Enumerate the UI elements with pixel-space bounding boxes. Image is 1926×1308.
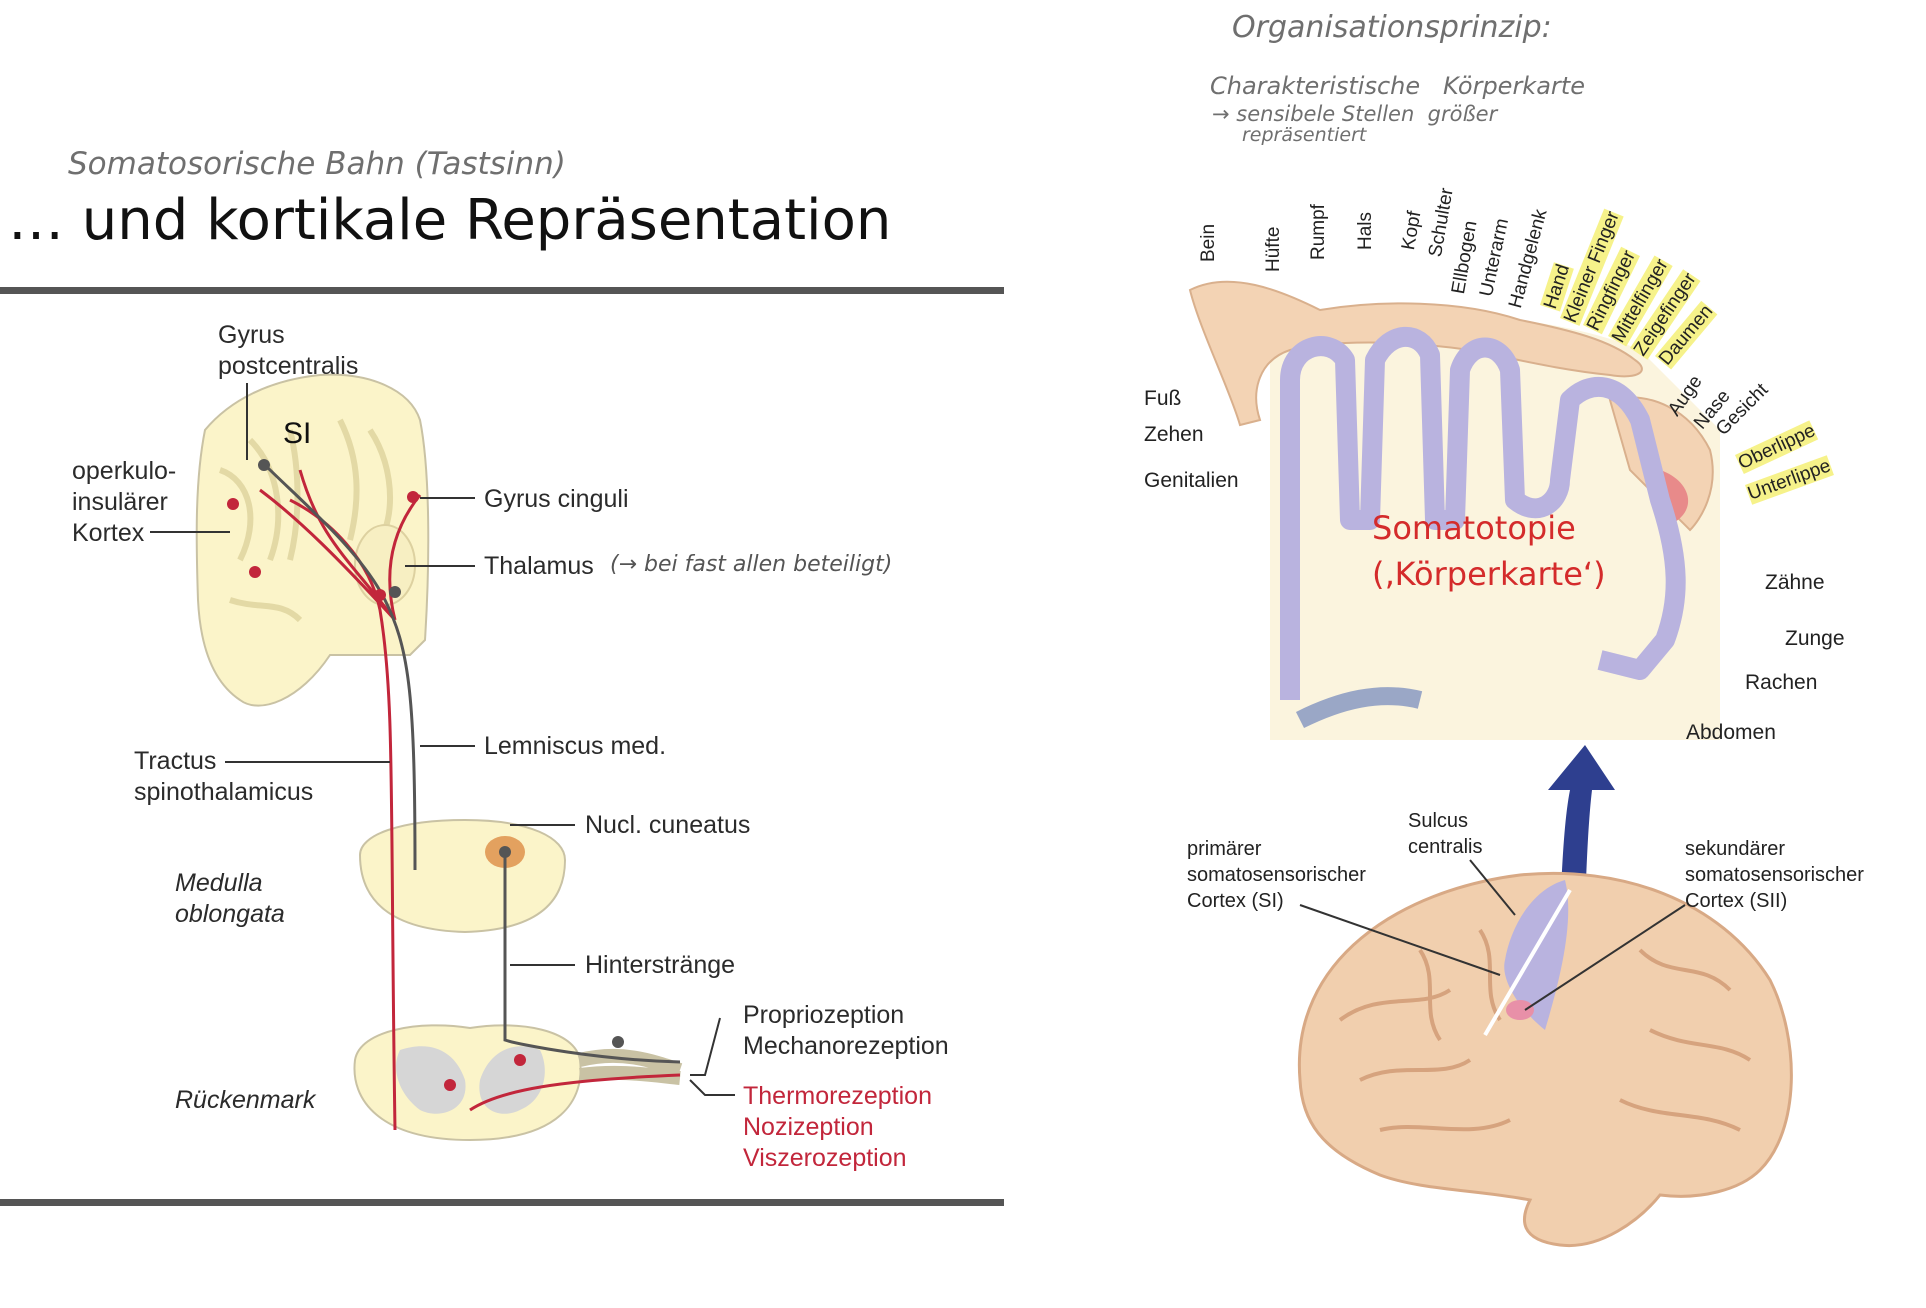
bp-zehen: Zehen — [1144, 423, 1204, 446]
bottom-divider — [0, 1199, 1004, 1206]
bp-hals: Hals — [1355, 211, 1376, 250]
handwritten-line2: → sensibele Stellen größer — [1212, 102, 1498, 126]
brain-lateral-shape — [1297, 871, 1793, 1248]
spinal-cord-section-shape — [353, 1024, 683, 1142]
page-title: … und kortikale Repräsentation — [8, 188, 892, 253]
bp-zunge: Zunge — [1785, 627, 1845, 650]
somatotopie-label: Somatotopie (‚Körperkarte‘) — [1372, 509, 1606, 593]
label-sulcus-centralis: Sulcus centralis — [1408, 810, 1483, 858]
handwritten-subtitle: Somatosorische Bahn (Tastsinn) — [68, 146, 566, 182]
brain-section-shape — [195, 373, 430, 707]
thalamus-note: (→ bei fast allen beteiligt) — [610, 552, 893, 577]
bp-rachen: Rachen — [1745, 671, 1818, 694]
label-gyrus-cinguli: Gyrus cinguli — [484, 485, 629, 513]
label-thermo: Thermorezeption Nozizeption Viszerozepti… — [743, 1082, 932, 1172]
label-hinterstraenge: Hinterstränge — [585, 951, 736, 979]
label-gyrus-postcentralis: Gyrus postcentralis — [218, 321, 359, 380]
label-operkulo: operkulo- insulärer Kortex — [72, 457, 177, 547]
homunculus-body — [1188, 280, 1643, 427]
label-medulla: Medulla oblongata — [175, 869, 285, 928]
label-primary-cortex: primärer somatosensorischer Cortex (SI) — [1187, 838, 1366, 912]
label-rueckenmark: Rückenmark — [175, 1086, 316, 1114]
label-thalamus: Thalamus — [484, 552, 594, 580]
label-lemniscus: Lemniscus med. — [484, 732, 667, 760]
label-tractus: Tractus spinothalamicus — [134, 747, 314, 806]
bp-zaehne: Zähne — [1765, 571, 1825, 594]
handwritten-line1: Charakteristische Körperkarte — [1210, 72, 1585, 100]
handwritten-line3: repräsentiert — [1242, 124, 1367, 146]
lemniscus-line — [263, 463, 417, 871]
bp-rumpf: Rumpf — [1308, 204, 1329, 260]
label-secondary-cortex: sekundärer somatosensorischer Cortex (SI… — [1685, 838, 1864, 912]
bp-huefte: Hüfte — [1263, 226, 1284, 272]
label-nucl-cuneatus: Nucl. cuneatus — [585, 811, 751, 839]
bp-genitalien: Genitalien — [1144, 469, 1239, 492]
medulla-section-shape — [358, 818, 567, 934]
cortex-ribbon — [1280, 326, 1686, 700]
bp-abdomen: Abdomen — [1686, 721, 1776, 744]
label-proprio: Propriozeption Mechanorezeption — [743, 1001, 949, 1060]
bp-bein: Bein — [1198, 223, 1219, 262]
organisation-heading: Organisationsprinzip: — [1232, 10, 1552, 45]
bp-fuss: Fuß — [1144, 387, 1182, 410]
top-divider — [0, 287, 1004, 294]
label-si: SI — [283, 417, 312, 450]
